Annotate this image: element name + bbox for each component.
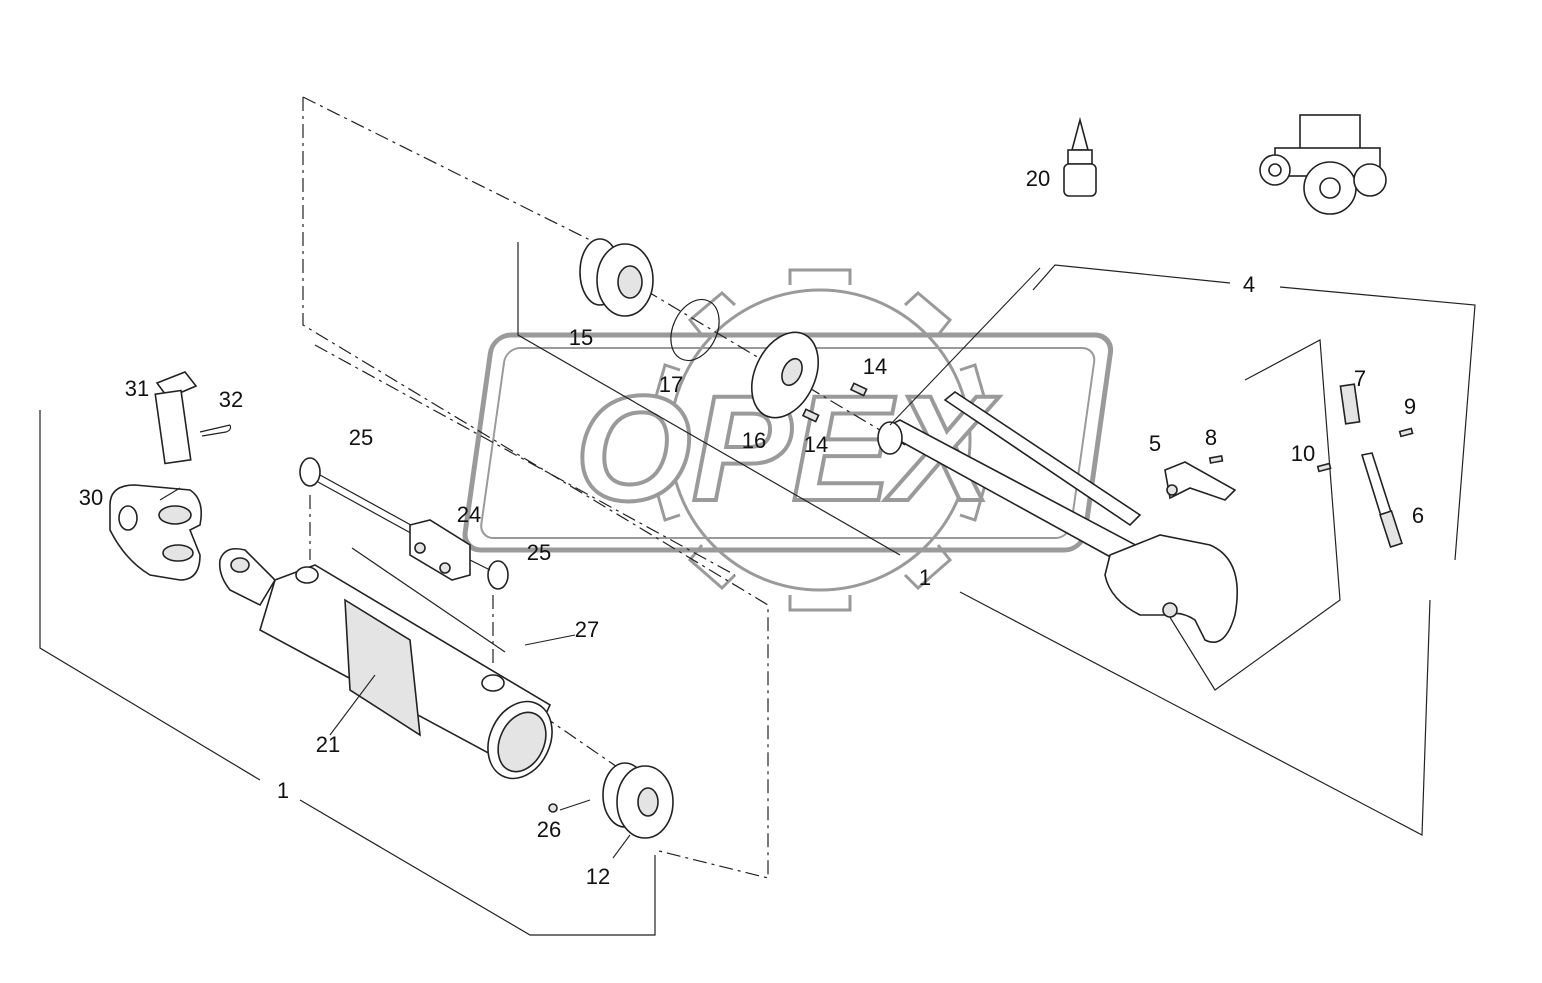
snap-ring bbox=[670, 298, 720, 362]
piston-rod bbox=[877, 391, 1238, 643]
callout-27: 27 bbox=[575, 617, 599, 642]
callout-4: 4 bbox=[1243, 272, 1255, 297]
callout-14b: 14 bbox=[804, 432, 828, 457]
callout-8: 8 bbox=[1205, 425, 1217, 450]
callout-25b: 25 bbox=[527, 540, 551, 565]
callout-17: 17 bbox=[659, 372, 683, 397]
grease-nipple bbox=[548, 803, 558, 813]
callout-25a: 25 bbox=[349, 425, 373, 450]
leader-lines bbox=[159, 267, 1041, 859]
callout-7: 7 bbox=[1354, 366, 1366, 391]
callout-14a: 14 bbox=[863, 354, 887, 379]
cylinder-barrel bbox=[218, 547, 553, 780]
callout-6: 6 bbox=[1412, 503, 1424, 528]
callout-12: 12 bbox=[586, 864, 610, 889]
callout-1a: 1 bbox=[919, 565, 931, 590]
callout-26: 26 bbox=[537, 817, 561, 842]
callouts: 20 4 15 14 17 16 14 7 9 10 5 8 6 31 32 3… bbox=[79, 166, 1424, 889]
screws bbox=[801, 382, 868, 423]
washer bbox=[751, 331, 819, 419]
callout-21: 21 bbox=[316, 732, 340, 757]
spring-plunger bbox=[1316, 383, 1414, 549]
hook-latch bbox=[1164, 461, 1237, 501]
valve-block bbox=[409, 519, 491, 581]
callout-5: 5 bbox=[1149, 431, 1161, 456]
sealant-bottle bbox=[1063, 116, 1097, 197]
watermark-gear-icon bbox=[653, 268, 987, 612]
callout-30: 30 bbox=[79, 485, 103, 510]
cylinder-gland bbox=[602, 762, 674, 839]
callout-10: 10 bbox=[1291, 441, 1315, 466]
callout-32: 32 bbox=[219, 387, 243, 412]
clevis bbox=[109, 484, 203, 581]
clevis-pin bbox=[154, 371, 198, 465]
hydraulic-hose bbox=[351, 547, 506, 653]
callout-15: 15 bbox=[569, 325, 593, 350]
tractor-icon bbox=[1259, 114, 1387, 215]
linch-pin bbox=[199, 424, 232, 437]
pin-8 bbox=[1208, 455, 1224, 464]
callout-1b: 1 bbox=[277, 778, 289, 803]
callout-9: 9 bbox=[1404, 394, 1416, 419]
callout-20: 20 bbox=[1026, 166, 1050, 191]
piston bbox=[579, 238, 654, 317]
callout-31: 31 bbox=[125, 376, 149, 401]
callout-24: 24 bbox=[457, 502, 481, 527]
hydraulic-line bbox=[299, 457, 509, 590]
callout-16: 16 bbox=[742, 428, 766, 453]
